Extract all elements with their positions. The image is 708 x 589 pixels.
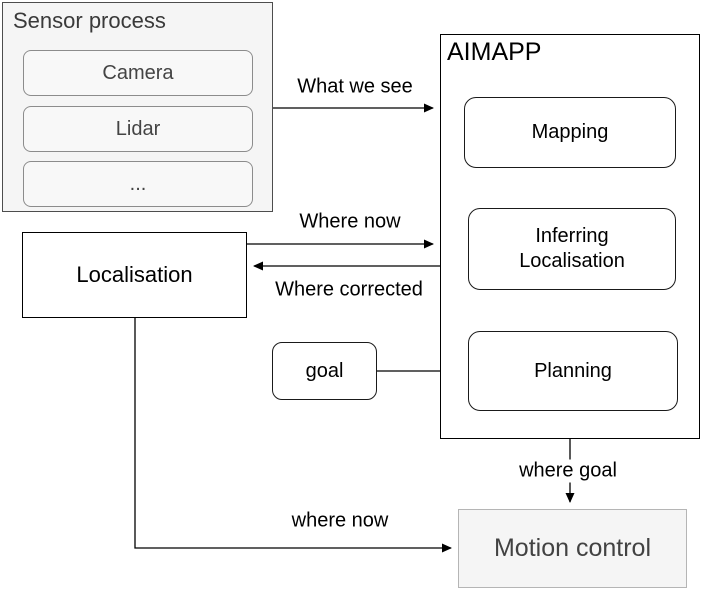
node-planning-label: Planning [534, 359, 612, 382]
aimapp-group: AIMAPP Mapping Inferring Localisation Pl… [440, 34, 700, 439]
sensor-process-group: Sensor process Camera Lidar ... [2, 2, 273, 212]
node-planning: Planning [468, 331, 678, 411]
node-inferring-localisation-label: Inferring Localisation [519, 225, 625, 272]
sensor-item-camera: Camera [23, 50, 253, 96]
node-inferring-localisation: Inferring Localisation [468, 208, 676, 290]
node-goal: goal [272, 342, 377, 400]
node-mapping: Mapping [464, 97, 676, 168]
node-localisation: Localisation [22, 232, 247, 318]
node-goal-label: goal [305, 359, 344, 382]
node-motion-control: Motion control [458, 509, 687, 588]
sensor-item-more: ... [23, 161, 253, 207]
node-mapping-label: Mapping [531, 121, 609, 143]
edge-label-what-we-see: What we see [294, 75, 416, 99]
edge-label-where-corrected: Where corrected [272, 278, 426, 302]
node-localisation-label: Localisation [76, 262, 193, 287]
edge-label-where-now-bottom: where now [288, 509, 392, 533]
sensor-item-lidar: Lidar [23, 106, 253, 152]
edge-label-where-now-top: Where now [296, 210, 404, 234]
aimapp-title: AIMAPP [447, 38, 542, 66]
sensor-process-title: Sensor process [13, 8, 166, 33]
node-motion-control-label: Motion control [493, 534, 652, 562]
edge-label-where-goal: where goal [516, 459, 620, 483]
